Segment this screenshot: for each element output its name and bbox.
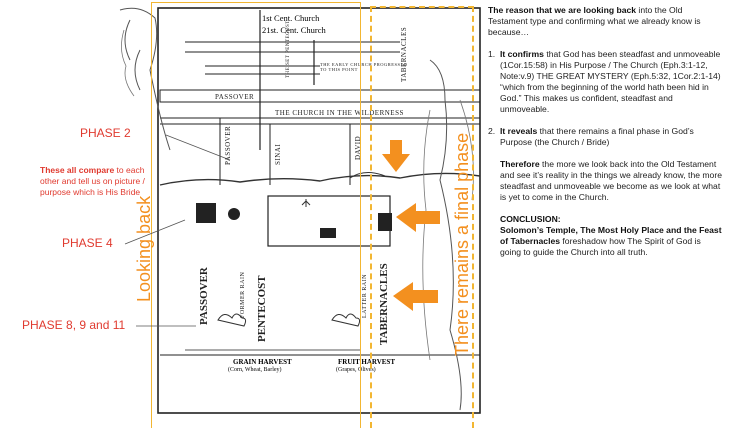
point-2-bold: It reveals (500, 126, 538, 136)
therefore-paragraph: Therefore the more we look back into the… (488, 159, 724, 203)
fruit-harvest-sub: (Grapes, Olives) (336, 367, 376, 373)
early-church-label: THE EARLY CHURCH PROGRESSED TO THIS POIN… (320, 62, 408, 72)
phase2-label: PHASE 2 (80, 126, 131, 140)
conclusion-label: CONCLUSION: (500, 214, 561, 224)
phase8-label: PHASE 8, 9 and 11 (22, 318, 126, 332)
latter-rain-label: LATTER RAIN (362, 274, 368, 318)
point-1-rest: that God has been steadfast and unmoveab… (500, 49, 721, 114)
grain-harvest-sub: (Corn, Wheat, Barley) (228, 367, 282, 373)
chart-title-line2: 21st. Cent. Church (262, 25, 326, 35)
compare-note: These all compare to each other and tell… (40, 165, 150, 198)
point-2: 2. It reveals that there remains a final… (488, 126, 724, 148)
wilderness-label: THE CHURCH IN THE WILDERNESS (275, 109, 404, 117)
looking-back-frame (151, 2, 361, 428)
point-1-bold: It confirms (500, 49, 544, 59)
conclusion-rest: foreshadow how The Spirit of God is goin… (500, 236, 701, 257)
grain-harvest-label: GRAIN HARVEST (233, 358, 292, 366)
looking-back-label: Looking back (134, 195, 154, 302)
intro-paragraph: The reason that we are looking back into… (488, 5, 724, 38)
compare-note-rest: to each other and tell us on picture / p… (40, 165, 145, 197)
point-2-rest: that there remains a final phase in God’… (500, 126, 694, 147)
phase4-label: PHASE 4 (62, 236, 113, 250)
final-phase-label: There remains a final phase (452, 132, 472, 356)
intro-rest: into the Old Testament type and confirmi… (488, 5, 701, 37)
fruit-harvest-label: FRUIT HARVEST (338, 358, 395, 366)
intro-bold: The reason that we are looking back (488, 5, 637, 15)
chart-title-line1: 1st Cent. Church (262, 13, 320, 23)
point-1: 1. It confirms that God has been steadfa… (488, 49, 724, 115)
point-1-number: 1. (488, 49, 496, 59)
conclusion-bold: Solomon’s Temple, The Most Holy Place an… (500, 225, 722, 246)
final-phase-frame (370, 6, 474, 428)
point-2-number: 2. (488, 126, 496, 136)
therefore-bold: Therefore (500, 159, 540, 169)
therefore-rest: the more we look back into the Old Testa… (500, 159, 722, 202)
compare-note-bold: These all compare (40, 165, 115, 175)
passover-bar-label: PASSOVER (215, 93, 255, 101)
conclusion-paragraph: CONCLUSION: Solomon’s Temple, The Most H… (488, 214, 724, 258)
explanation-panel: The reason that we are looking back into… (488, 5, 724, 258)
